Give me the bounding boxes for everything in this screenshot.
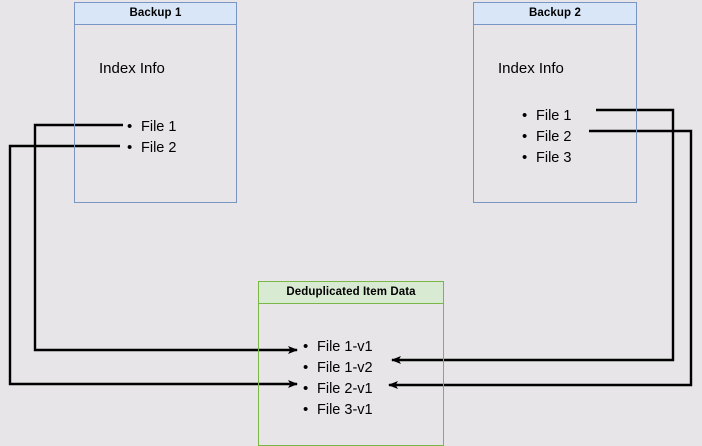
list-item: File 1	[125, 116, 176, 138]
node-backup-2-title: Backup 2	[474, 3, 636, 25]
node-deduplicated-item-data-file-list: File 1-v1 File 1-v2 File 2-v1 File 3-v1	[301, 336, 373, 421]
node-backup-1-title: Backup 1	[75, 3, 236, 25]
list-item: File 1	[520, 105, 571, 127]
list-item: File 3-v1	[301, 399, 373, 421]
node-deduplicated-item-data-body: File 1-v1 File 1-v2 File 2-v1 File 3-v1	[259, 304, 443, 445]
list-item: File 2	[125, 137, 176, 159]
node-backup-2[interactable]: Backup 2 Index Info File 1 File 2 File 3	[473, 2, 637, 203]
list-item: File 1-v1	[301, 336, 373, 358]
list-item: File 2	[520, 126, 571, 148]
node-backup-1-body: Index Info File 1 File 2	[75, 25, 236, 202]
list-item: File 2-v1	[301, 378, 373, 400]
list-item: File 3	[520, 147, 571, 169]
node-backup-1[interactable]: Backup 1 Index Info File 1 File 2	[74, 2, 237, 203]
node-backup-2-body: Index Info File 1 File 2 File 3	[474, 25, 636, 202]
node-deduplicated-item-data-title: Deduplicated Item Data	[259, 282, 443, 304]
node-backup-2-section-label: Index Info	[498, 60, 564, 77]
node-backup-1-file-list: File 1 File 2	[125, 116, 176, 159]
node-backup-2-file-list: File 1 File 2 File 3	[520, 105, 571, 169]
node-backup-1-section-label: Index Info	[99, 60, 165, 77]
list-item: File 1-v2	[301, 357, 373, 379]
node-deduplicated-item-data[interactable]: Deduplicated Item Data File 1-v1 File 1-…	[258, 281, 444, 446]
